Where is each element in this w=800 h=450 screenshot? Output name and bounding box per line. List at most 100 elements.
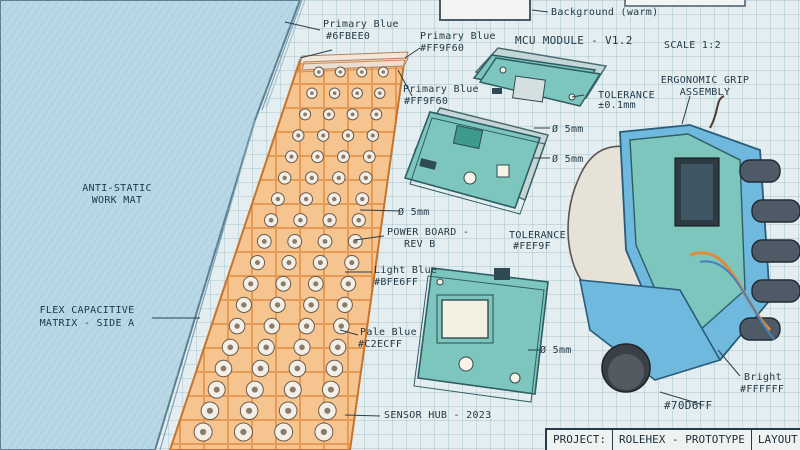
top-card-right (624, 0, 746, 7)
light-blue-label: Light Blue (374, 265, 438, 276)
flex-electrode-center (332, 91, 337, 95)
background-label: Background (warm) (551, 7, 659, 18)
flex-electrode-center (261, 239, 267, 244)
scale-label: SCALE 1:2 (664, 40, 721, 51)
flex-electrode-center (327, 386, 334, 393)
flex-electrode-center (320, 428, 327, 436)
mcu-module-label: MCU MODULE - V1.2 (515, 34, 633, 47)
flex-electrode-center (296, 133, 301, 138)
primary-blue-label-1: Primary Blue (323, 19, 399, 30)
flex-electrode-center (286, 260, 292, 266)
ergonomic-assembly-label: ASSEMBLY (679, 87, 731, 98)
flex-electrode-center (206, 407, 213, 414)
flex-electrode-center (360, 70, 364, 74)
diameter-label-a: Ø 5mm (552, 124, 584, 135)
flex-electrode-center (289, 386, 296, 393)
tolerance-hex-2: #FEF9F (513, 241, 551, 252)
title-block: PROJECT: ROLEHEX - PROTOTYPE LAYOUT (545, 428, 800, 450)
flex-electrode-center (350, 112, 355, 117)
flex-electrode-center (367, 154, 372, 159)
flex-electrode-center (220, 365, 227, 372)
flex-electrode-center (310, 91, 314, 95)
diameter-label-d: Ø 5mm (540, 345, 572, 356)
tolerance-label-2: TOLERANCE (509, 230, 566, 241)
leader-lines (152, 9, 741, 417)
tolerance-label-1: TOLERANCE (598, 90, 655, 101)
flex-electrode-center (338, 70, 343, 74)
flex-electrode-center (303, 196, 309, 202)
primary-blue-hex-3: #FF9F60 (404, 96, 449, 107)
flex-electrode-center (335, 344, 341, 351)
mcu-module-board (472, 47, 608, 107)
flex-electrode-center (349, 260, 355, 266)
flex-electrode-center (280, 428, 287, 436)
flex-electrode-center (263, 344, 270, 351)
flex-electrode-center (299, 344, 305, 351)
flex-electrode-center (227, 344, 234, 351)
flex-electrode-center (268, 217, 274, 223)
power-board (403, 107, 549, 215)
flex-electrode-center (280, 281, 286, 287)
sensor-hub-label: SENSOR HUB - 2023 (384, 410, 492, 421)
flex-electrode-center (356, 217, 362, 223)
flex-electrode-center (324, 407, 331, 414)
flex-electrode-center (317, 260, 323, 266)
ergonomic-grip-assembly (567, 95, 800, 393)
flex-electrode-center (338, 323, 344, 329)
flex-electrode-center (241, 302, 247, 308)
flex-electrode-center (289, 154, 294, 159)
flex-electrode-center (313, 281, 319, 287)
flex-electrode-center (321, 133, 326, 138)
flex-electrode-center (327, 112, 331, 117)
flex-electrode-center (342, 302, 348, 308)
flex-electrode-center (331, 365, 338, 372)
flex-electrode-center (378, 91, 382, 95)
flex-electrode-grid (193, 66, 389, 442)
flex-electrode-center (336, 175, 341, 181)
diameter-label-b: Ø 5mm (552, 154, 584, 165)
flex-electrode-center (363, 175, 368, 181)
work-mat-label: WORK MAT (91, 195, 143, 206)
flex-electrode-center (246, 407, 253, 414)
power-board-rev-label: REV B (404, 239, 436, 250)
pale-blue-label: Pale Blue (360, 327, 417, 338)
flex-electrode-center (317, 70, 321, 74)
flex-matrix-side-label: MATRIX - SIDE A (39, 318, 135, 329)
flex-electrode-center (332, 196, 337, 202)
hex-70d6ff-label: #70D6FF (664, 399, 713, 412)
bright-label: Bright (744, 372, 782, 383)
flex-electrode-center (240, 428, 247, 436)
primary-blue-hex-2: #FF9F60 (420, 43, 465, 54)
flex-electrode-center (251, 386, 258, 393)
primary-blue-hex-1: #6FBEE0 (326, 31, 371, 42)
flex-electrode-center (255, 260, 260, 266)
flex-electrode-center (234, 323, 240, 329)
anti-static-label: ANTI-STATIC (82, 183, 152, 194)
primary-blue-label-3: Primary Blue (403, 84, 479, 95)
flex-electrode-center (381, 70, 386, 74)
flex-electrode-center (345, 281, 351, 287)
flex-electrode-center (282, 175, 287, 181)
flex-electrode-center (309, 175, 314, 181)
flex-electrode-center (285, 407, 292, 414)
flex-capacitive-label: FLEX CAPACITIVE (39, 305, 135, 316)
flex-electrode-center (292, 239, 298, 244)
flex-electrode-center (346, 133, 350, 138)
grip-cylinders (739, 159, 800, 341)
power-board-label: POWER BOARD - (387, 227, 470, 238)
project-value: ROLEHEX - PROTOTYPE (613, 430, 752, 450)
ergonomic-grip-label: ERGONOMIC GRIP (660, 75, 750, 86)
primary-blue-label-2: Primary Blue (420, 31, 496, 42)
flex-electrode-center (298, 217, 303, 223)
flex-electrode-center (360, 196, 365, 202)
diameter-label-c: Ø 5mm (398, 207, 430, 218)
flex-electrode-center (355, 91, 360, 95)
pale-blue-hex: #C2ECFF (358, 339, 403, 350)
top-card-center (439, 0, 531, 21)
flex-electrode-center (303, 323, 310, 329)
flex-electrode-center (275, 196, 281, 202)
flex-electrode-center (327, 217, 332, 223)
project-label: PROJECT: (547, 430, 613, 450)
